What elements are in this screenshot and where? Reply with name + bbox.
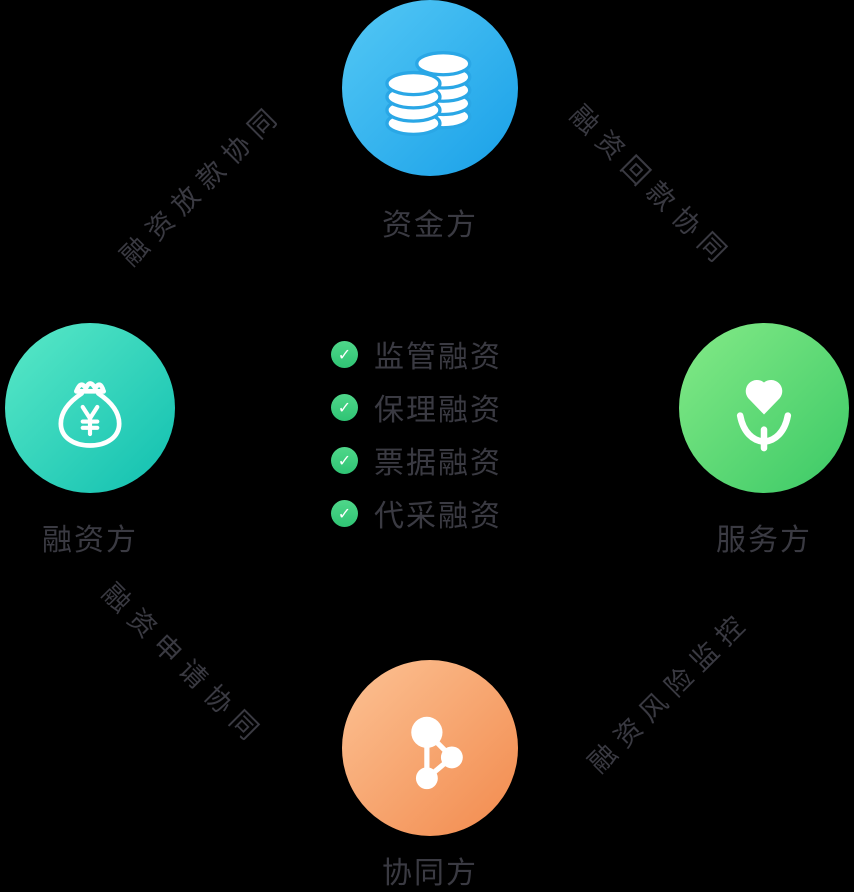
node-collaboration: 协同方 xyxy=(342,660,518,892)
node-financing: 融资方 xyxy=(5,323,175,559)
list-item: ✓ 代采融资 xyxy=(331,495,502,534)
check-icon: ✓ xyxy=(331,446,358,474)
node-label-service: 服务方 xyxy=(716,523,812,558)
list-item-label: 监管融资 xyxy=(374,340,502,375)
list-item: ✓ 监管融资 xyxy=(331,336,502,375)
check-icon: ✓ xyxy=(331,499,358,527)
list-item-label: 保理融资 xyxy=(374,393,502,428)
coins-icon xyxy=(377,35,483,141)
node-label-capital: 资金方 xyxy=(382,208,478,243)
share-network-icon xyxy=(380,698,480,798)
list-item: ✓ 保理融资 xyxy=(331,389,502,428)
capital-circle xyxy=(342,0,518,176)
service-circle xyxy=(679,323,849,493)
financing-circle xyxy=(5,323,175,493)
money-bag-icon xyxy=(40,358,140,458)
check-icon: ✓ xyxy=(331,393,358,421)
node-service: 服务方 xyxy=(679,323,849,559)
edge-label-risk-monitoring: 融资风险监控 xyxy=(582,604,758,780)
node-label-financing: 融资方 xyxy=(42,523,138,558)
list-item-label: 代采融资 xyxy=(374,499,502,534)
financing-types-list: ✓ 监管融资 ✓ 保理融资 ✓ 票据融资 ✓ 代采融资 xyxy=(331,336,502,534)
edge-label-loan-disbursement: 融资放款协同 xyxy=(114,97,290,273)
heart-in-hands-icon xyxy=(712,356,816,460)
edge-label-application: 融资申请协同 xyxy=(95,577,271,753)
list-item: ✓ 票据融资 xyxy=(331,442,502,481)
collaboration-circle xyxy=(342,660,518,836)
node-label-collaboration: 协同方 xyxy=(382,856,478,891)
edge-label-repayment: 融资回款协同 xyxy=(563,99,739,275)
check-icon: ✓ xyxy=(331,340,358,368)
node-capital: 资金方 xyxy=(342,0,518,244)
list-item-label: 票据融资 xyxy=(374,446,502,481)
